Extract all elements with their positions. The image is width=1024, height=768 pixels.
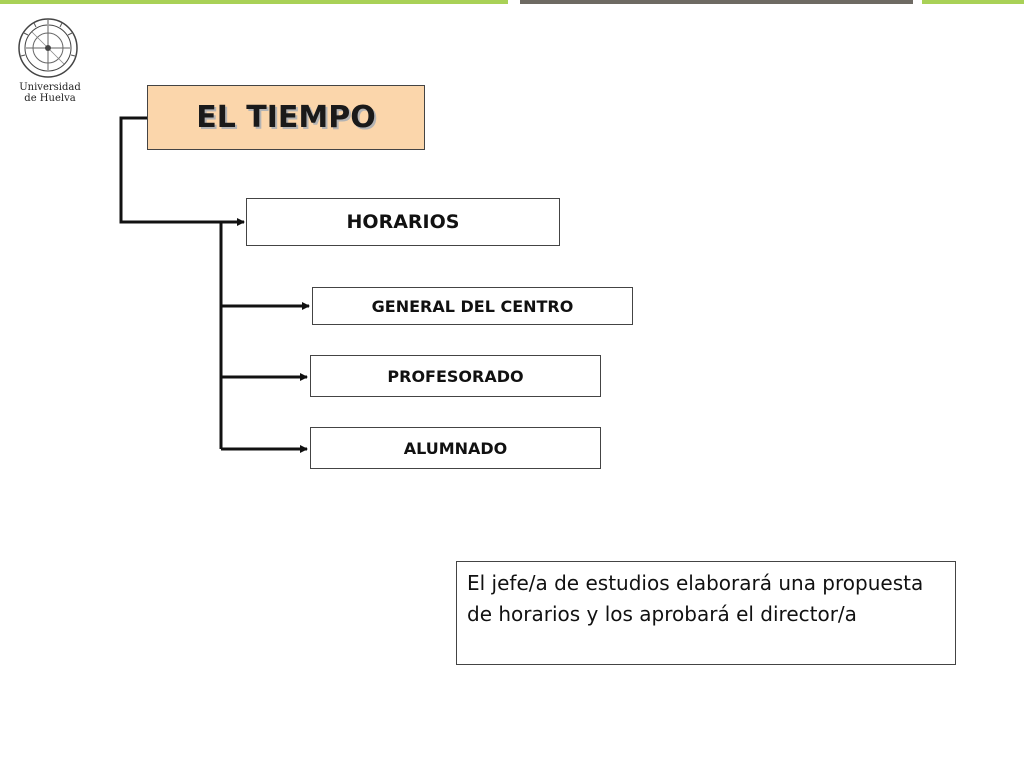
note-text: El jefe/a de estudios elaborará una prop… <box>467 571 924 626</box>
university-logo-text: Universidad de Huelva <box>12 82 88 104</box>
node-alumnado: ALUMNADO <box>310 427 601 469</box>
node-general-del-centro: GENERAL DEL CENTRO <box>312 287 633 325</box>
logo-line-1: Universidad <box>19 82 81 93</box>
note-box: El jefe/a de estudios elaborará una prop… <box>456 561 956 665</box>
university-seal-icon <box>18 18 78 78</box>
node-horarios: HORARIOS <box>246 198 560 246</box>
diagram-title-node: EL TIEMPO <box>147 85 425 150</box>
connector-title-to-horarios <box>119 116 245 226</box>
node-profesorado: PROFESORADO <box>310 355 601 397</box>
header-bar-green-right <box>922 0 1024 4</box>
header-bar-green-left <box>0 0 508 4</box>
university-logo: Universidad de Huelva <box>12 16 88 112</box>
header-bar-gray <box>520 0 913 4</box>
logo-line-2: de Huelva <box>24 93 76 104</box>
